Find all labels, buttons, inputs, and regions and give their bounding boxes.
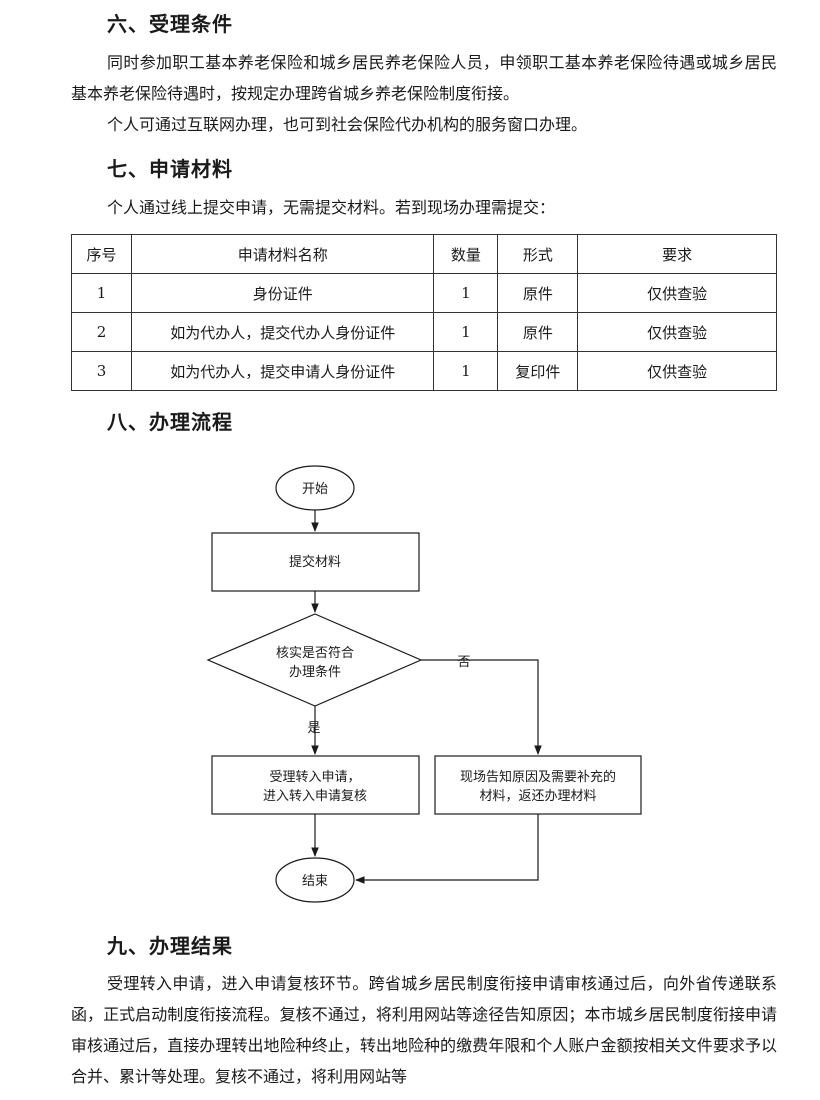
reject-node xyxy=(434,755,642,815)
accept-label-line2: 进入转入申请复核 xyxy=(263,789,367,804)
reject-label-line1: 现场告知原因及需要补充的 xyxy=(460,769,616,785)
cell-quantity: 1 xyxy=(433,273,499,313)
decision-label-line2: 办理条件 xyxy=(289,664,341,680)
reject-label-line2: 材料，返还办理材料 xyxy=(479,789,596,804)
start-label: 开始 xyxy=(302,482,328,497)
cell-quantity: 1 xyxy=(433,351,499,391)
table-header-row: 序号 申请材料名称 数量 形式 要求 xyxy=(71,234,777,274)
accept-node xyxy=(211,755,420,815)
cell-requirement: 仅供查验 xyxy=(577,351,777,391)
accept-label-line1: 受理转入申请， xyxy=(269,770,360,785)
cell-form: 原件 xyxy=(497,312,579,352)
section-6-paragraph-2: 个人可通过互联网办理，也可到社会保险代办机构的服务窗口办理。 xyxy=(107,115,588,134)
cell-material-name: 身份证件 xyxy=(130,273,435,313)
section-6-paragraph-1: 同时参加职工基本养老保险和城乡居民养老保险人员，申领职工基本养老保险待遇或城乡居… xyxy=(71,53,777,103)
cell-form: 原件 xyxy=(497,273,579,313)
cell-form: 复印件 xyxy=(497,351,579,391)
cell-requirement: 仅供查验 xyxy=(577,312,777,352)
arrow-decision-reject xyxy=(421,659,542,755)
header-requirement: 要求 xyxy=(577,234,777,274)
header-material-name: 申请材料名称 xyxy=(130,234,435,274)
section-9-heading: 九、办理结果 xyxy=(107,934,233,958)
header-quantity: 数量 xyxy=(433,234,499,274)
end-node xyxy=(275,857,355,903)
cell-material-name: 如为代办人，提交代办人身份证件 xyxy=(130,312,435,352)
section-6-heading: 六、受理条件 xyxy=(107,12,233,36)
yes-label: 是 xyxy=(307,721,320,736)
cell-requirement: 仅供查验 xyxy=(577,273,777,313)
end-label: 结束 xyxy=(302,874,328,889)
decision-label-line1: 核实是否符合 xyxy=(276,645,354,661)
section-9-paragraph: 受理转入申请，进入申请复核环节。跨省城乡居民制度衔接申请审核通过后，向外省传递联… xyxy=(71,974,777,1086)
materials-table: 序号 申请材料名称 数量 形式 要求 1 身份证件 1 原件 仅供查验 2 如为… xyxy=(71,234,777,391)
cell-material-name: 如为代办人，提交申请人身份证件 xyxy=(130,351,435,391)
cell-index: 1 xyxy=(71,273,132,313)
section-7-heading: 七、申请材料 xyxy=(107,157,233,181)
section-7-intro: 个人通过线上提交申请，无需提交材料。若到现场办理需提交： xyxy=(107,198,556,217)
table-row: 2 如为代办人，提交代办人身份证件 1 原件 仅供查验 xyxy=(71,312,777,352)
table-row: 1 身份证件 1 原件 仅供查验 xyxy=(71,273,777,313)
header-form: 形式 xyxy=(497,234,579,274)
submit-label: 提交材料 xyxy=(289,554,341,570)
process-flowchart: 开始 提交材料 核实是否符合 办理条件 是 否 受理转入申请， 进入转入申请复核… xyxy=(206,465,642,903)
cell-index: 2 xyxy=(71,312,132,352)
cell-index: 3 xyxy=(71,351,132,391)
arrow-reject-end xyxy=(355,814,539,884)
no-label: 否 xyxy=(457,655,470,670)
header-index: 序号 xyxy=(71,234,132,274)
cell-quantity: 1 xyxy=(433,312,499,352)
table-row: 3 如为代办人，提交申请人身份证件 1 复印件 仅供查验 xyxy=(71,351,777,391)
section-8-heading: 八、办理流程 xyxy=(107,410,233,434)
